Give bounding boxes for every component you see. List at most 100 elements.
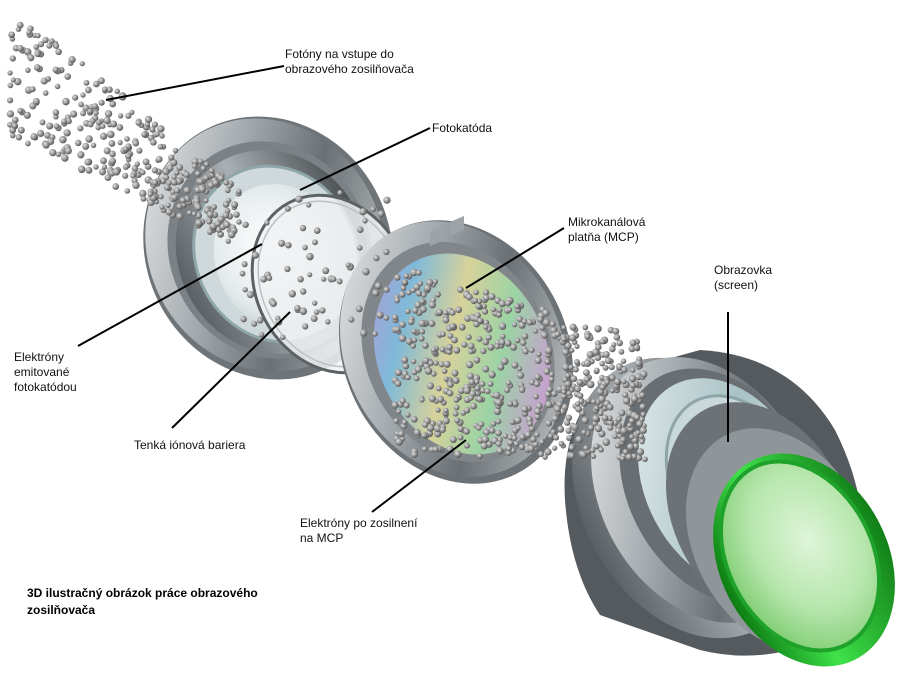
particle <box>622 448 629 455</box>
particle <box>10 77 16 83</box>
particle <box>403 273 410 279</box>
particle <box>480 347 487 355</box>
particle <box>487 343 495 351</box>
particle <box>70 110 78 118</box>
particle <box>240 315 247 323</box>
particle <box>124 188 131 194</box>
particle <box>372 289 380 297</box>
particle <box>125 112 132 119</box>
particle <box>528 379 536 386</box>
particle <box>481 308 489 315</box>
particle <box>593 405 600 411</box>
particle <box>312 239 318 246</box>
particle <box>415 290 423 297</box>
particle <box>572 366 579 373</box>
particle <box>278 239 286 247</box>
particle <box>604 356 612 365</box>
particle <box>511 435 518 441</box>
particle <box>47 138 55 145</box>
particle <box>621 366 628 373</box>
particle <box>83 79 90 86</box>
particle <box>52 109 60 116</box>
particle <box>542 454 548 460</box>
particle <box>485 334 492 341</box>
particle <box>597 410 604 417</box>
particle <box>107 130 115 139</box>
particle <box>112 168 121 176</box>
label-photocathode: Fotokatóda <box>432 121 493 135</box>
label-emitted-electrons: Elektróny emitované fotokatódou <box>14 350 77 394</box>
particle <box>428 301 436 309</box>
particle <box>589 447 596 453</box>
particle <box>627 443 635 451</box>
particle <box>64 147 72 155</box>
particle <box>62 97 70 106</box>
particle <box>412 307 419 314</box>
particle <box>551 390 558 397</box>
particle <box>511 400 519 408</box>
particle <box>568 444 575 451</box>
particle <box>565 427 572 434</box>
particle <box>590 398 597 405</box>
particle <box>29 102 37 110</box>
particle <box>598 395 606 403</box>
particle <box>638 433 645 439</box>
particle <box>132 181 140 189</box>
particle <box>543 368 551 375</box>
particle <box>158 193 164 200</box>
particle <box>405 374 411 381</box>
particle <box>518 443 526 451</box>
particle <box>507 400 514 407</box>
particle <box>601 414 609 422</box>
particle <box>345 262 351 268</box>
particle <box>7 70 13 76</box>
particle <box>506 445 512 452</box>
particle <box>191 211 197 217</box>
particle <box>544 448 552 456</box>
amplified-electrons-leader-line <box>371 439 467 513</box>
particle <box>511 361 519 369</box>
particle <box>330 276 337 283</box>
particle <box>246 290 255 299</box>
particle <box>432 446 439 453</box>
particle <box>264 220 270 226</box>
particle <box>418 361 424 368</box>
particle <box>225 238 231 244</box>
particle <box>157 125 165 133</box>
particle <box>482 338 489 346</box>
particle <box>200 165 207 172</box>
particle <box>495 440 502 447</box>
particle <box>574 401 581 407</box>
particle <box>399 397 406 404</box>
particle <box>561 324 567 331</box>
particle <box>453 450 462 458</box>
particle <box>433 360 439 366</box>
particle <box>40 77 48 85</box>
particle <box>168 154 175 161</box>
particle <box>117 113 124 119</box>
particle <box>529 347 535 353</box>
particle <box>472 297 479 304</box>
particle <box>394 326 401 333</box>
particle <box>479 380 486 387</box>
particle <box>197 158 204 165</box>
particle <box>476 298 483 304</box>
particle <box>548 371 555 378</box>
particle <box>482 365 490 373</box>
particle <box>574 385 581 393</box>
particle <box>108 140 116 147</box>
particle <box>566 434 573 441</box>
particle <box>455 306 463 314</box>
particle <box>453 404 460 411</box>
particle <box>356 244 363 251</box>
particle <box>568 452 575 459</box>
photons-leader-line <box>105 65 285 101</box>
particle <box>579 450 588 459</box>
particle <box>176 163 184 171</box>
particle <box>476 335 483 342</box>
particle <box>269 299 277 308</box>
particle <box>418 319 426 327</box>
particle <box>602 438 611 446</box>
particle <box>397 430 405 438</box>
particle <box>437 395 445 403</box>
